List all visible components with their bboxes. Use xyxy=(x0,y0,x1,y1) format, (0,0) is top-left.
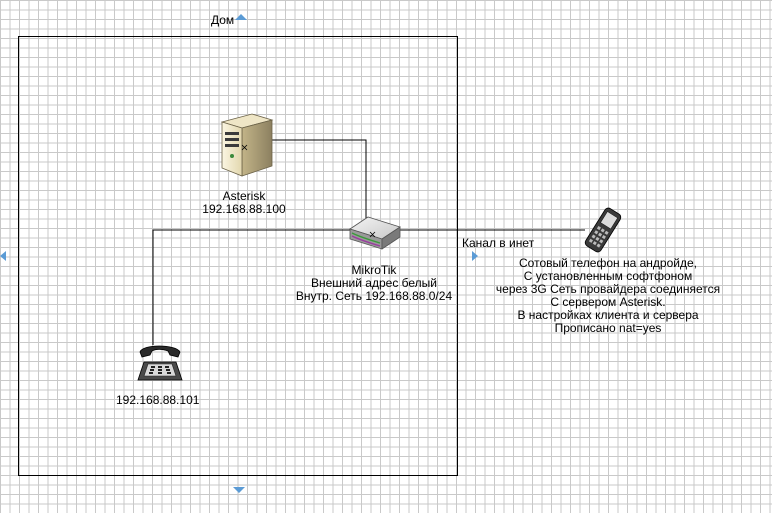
router-external-address: Внешний адрес белый xyxy=(311,276,437,290)
desk-phone-node[interactable] xyxy=(136,342,184,384)
desk-phone-icon xyxy=(137,345,183,381)
server-name: Asterisk xyxy=(222,189,266,203)
mobile-desc-line-3: через 3G Сеть провайдера соединяется xyxy=(495,282,721,296)
home-boundary[interactable] xyxy=(18,36,458,476)
router-icon xyxy=(349,216,401,250)
link-server-router[interactable] xyxy=(272,139,367,222)
desk-phone-ip: 192.168.88.101 xyxy=(116,393,200,407)
boundary-label: Дом xyxy=(211,13,235,27)
server-ip: 192.168.88.100 xyxy=(202,202,286,216)
server-caption: Asterisk 192.168.88.100 xyxy=(194,190,294,216)
mobile-phone-node[interactable] xyxy=(580,206,626,254)
mobile-desc-line-6: Прописано nat=yes xyxy=(554,321,662,335)
router-caption: MikroTik Внешний адрес белый Внутр. Сеть… xyxy=(276,264,472,303)
mobile-desc-line-5: В настройках клиента и сервера xyxy=(517,308,699,322)
mobile-desc-line-2: С установленным софтфоном xyxy=(523,269,693,283)
router-node[interactable] xyxy=(346,213,402,253)
server-node[interactable] xyxy=(216,112,274,178)
mobile-desc-line-1: Сотовый телефон на андройде, xyxy=(519,256,697,270)
mobile-description: Сотовый телефон на андройде, С установле… xyxy=(480,257,736,335)
internet-link-label: Канал в инет xyxy=(462,236,535,250)
router-internal-network: Внутр. Сеть 192.168.88.0/24 xyxy=(295,289,453,303)
server-icon xyxy=(220,113,274,177)
router-name: MikroTik xyxy=(351,263,397,277)
mobile-phone-icon xyxy=(584,207,622,253)
mobile-desc-line-4: С сервером Asterisk. xyxy=(550,295,666,309)
link-router-deskphone[interactable] xyxy=(152,229,356,345)
